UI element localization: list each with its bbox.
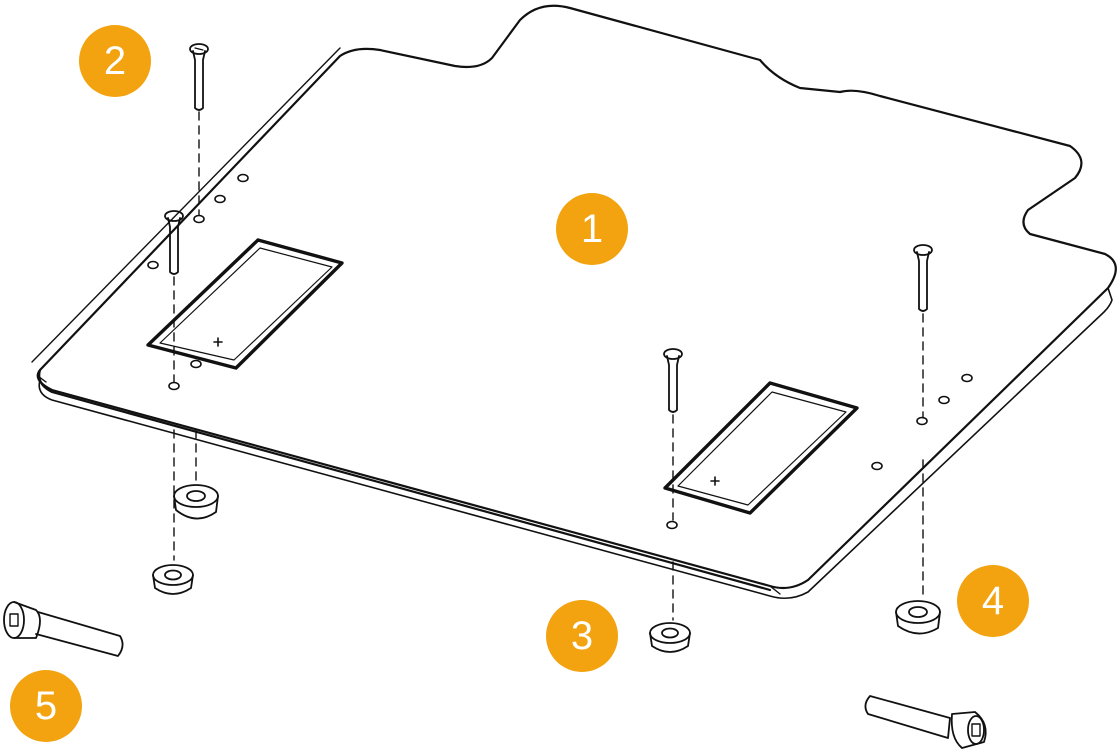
callout-1: 1 — [556, 193, 628, 265]
callout-label: 3 — [570, 614, 594, 658]
callout-label: 4 — [981, 579, 1005, 623]
countersunk-screw-right — [913, 244, 933, 312]
callout-3: 3 — [546, 600, 618, 672]
tall-spacer-right — [895, 600, 941, 635]
countersunk-screw-middle — [663, 348, 683, 413]
short-spacer-left — [152, 564, 194, 595]
callout-label: 2 — [103, 39, 127, 83]
callout-2: 2 — [79, 25, 151, 97]
socket-head-cap-screw-right — [864, 695, 987, 749]
countersunk-screw-left — [164, 210, 184, 275]
socket-head-cap-screw-left — [3, 601, 124, 657]
countersunk-screw-top — [189, 43, 209, 111]
callout-4: 4 — [957, 565, 1029, 637]
callout-5: 5 — [10, 670, 82, 742]
alignment-lines — [173, 111, 924, 621]
callout-label: 1 — [580, 207, 604, 251]
mounting-plate — [31, 4, 1117, 600]
battery-cutout-left — [146, 238, 344, 370]
tall-spacer-left — [173, 484, 219, 520]
short-spacer-middle — [649, 622, 691, 653]
callout-label: 5 — [34, 684, 58, 728]
battery-cutout-right — [663, 381, 859, 515]
